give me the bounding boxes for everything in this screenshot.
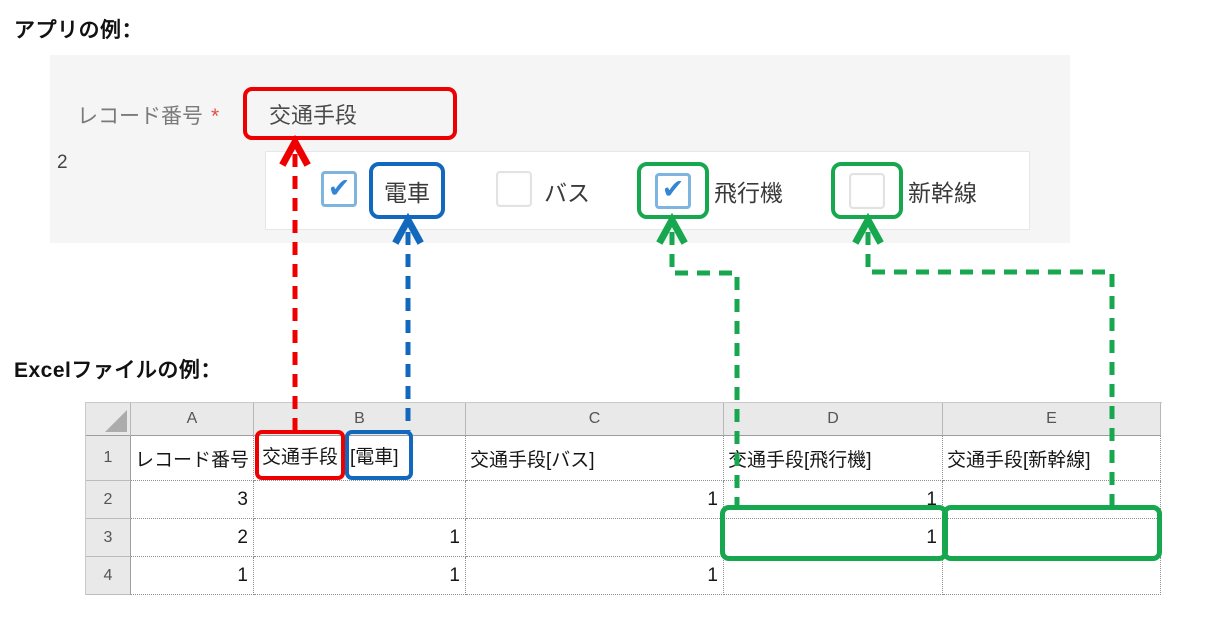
- row-header-4[interactable]: 4: [86, 557, 131, 595]
- select-all-triangle-icon: [105, 410, 127, 432]
- checkbox-field-group: ✔ 電車 バス ✔ 飛行機 新幹線: [265, 151, 1030, 230]
- cell-c3[interactable]: [466, 519, 724, 557]
- e3-annotation-box-green: [942, 505, 1162, 561]
- checkbox-label-shinkansen: 新幹線: [908, 179, 977, 206]
- checkbox-train[interactable]: ✔: [321, 171, 357, 207]
- checkbox-shinkansen[interactable]: [849, 172, 885, 209]
- cell-d4[interactable]: [724, 557, 943, 595]
- checkbox-label-train: 電車: [384, 179, 430, 206]
- row-header-2[interactable]: 2: [86, 481, 131, 519]
- field-name-annotation-box-red: 交通手段: [243, 87, 457, 140]
- b1-option-text: [電車]: [350, 446, 399, 468]
- d3-annotation-box-green: [720, 505, 948, 561]
- cell-c4[interactable]: 1: [466, 557, 724, 595]
- cell-a3[interactable]: 2: [131, 519, 254, 557]
- field-name-value: 交通手段: [269, 102, 358, 128]
- checkbox-label-plane: 飛行機: [714, 179, 783, 206]
- record-number-value: 2: [57, 152, 68, 173]
- cell-b2[interactable]: [254, 481, 466, 519]
- excel-table: A B C D E 1 レコード番号 交通手段[バス] 交通手段[飛行機] 交通…: [85, 402, 1162, 595]
- record-number-label: レコード番号 *: [77, 100, 219, 130]
- cell-e1[interactable]: 交通手段[新幹線]: [943, 436, 1161, 481]
- cell-a2[interactable]: 3: [131, 481, 254, 519]
- cell-a1[interactable]: レコード番号: [131, 436, 254, 481]
- cell-d3[interactable]: 1: [724, 519, 943, 557]
- check-icon: ✔: [661, 174, 685, 204]
- cell-c2[interactable]: 1: [466, 481, 724, 519]
- checkbox-label-bus: バス: [544, 179, 590, 206]
- b1-field-text: 交通手段: [262, 446, 339, 468]
- cell-b3[interactable]: 1: [254, 519, 466, 557]
- b1-field-annotation-box-red: 交通手段: [255, 430, 345, 480]
- app-example-heading: アプリの例：: [14, 19, 143, 42]
- required-asterisk: *: [211, 105, 220, 128]
- select-all-corner-cell[interactable]: [86, 403, 131, 436]
- cell-b1[interactable]: [254, 436, 466, 481]
- checkbox-plane[interactable]: ✔: [655, 172, 691, 209]
- record-number-label-text: レコード番号: [77, 105, 203, 128]
- column-header-c[interactable]: C: [466, 403, 724, 436]
- app-record-panel: レコード番号 * 交通手段 2 ✔ 電車 バス ✔ 飛行機 新幹線: [50, 55, 1070, 243]
- column-header-a[interactable]: A: [131, 403, 254, 436]
- row-header-1[interactable]: 1: [86, 436, 131, 481]
- plane-checkbox-annotation-box-green: ✔: [637, 162, 709, 219]
- column-header-e[interactable]: E: [943, 403, 1161, 436]
- excel-example-heading: Excelファイルの例：: [14, 359, 222, 382]
- checkbox-bus[interactable]: [496, 171, 532, 207]
- cell-c1[interactable]: 交通手段[バス]: [466, 436, 724, 481]
- shinkansen-checkbox-annotation-box-green: [831, 162, 903, 219]
- column-header-d[interactable]: D: [724, 403, 943, 436]
- cell-b4[interactable]: 1: [254, 557, 466, 595]
- cell-d1[interactable]: 交通手段[飛行機]: [724, 436, 943, 481]
- check-icon: ✔: [327, 172, 351, 203]
- train-label-annotation-box-blue: 電車: [369, 162, 445, 219]
- b1-option-annotation-box-blue: [電車]: [345, 430, 413, 480]
- cell-e4[interactable]: [943, 557, 1161, 595]
- cell-a4[interactable]: 1: [131, 557, 254, 595]
- excel-grid: A B C D E 1 レコード番号 交通手段[バス] 交通手段[飛行機] 交通…: [85, 402, 1162, 595]
- row-header-3[interactable]: 3: [86, 519, 131, 557]
